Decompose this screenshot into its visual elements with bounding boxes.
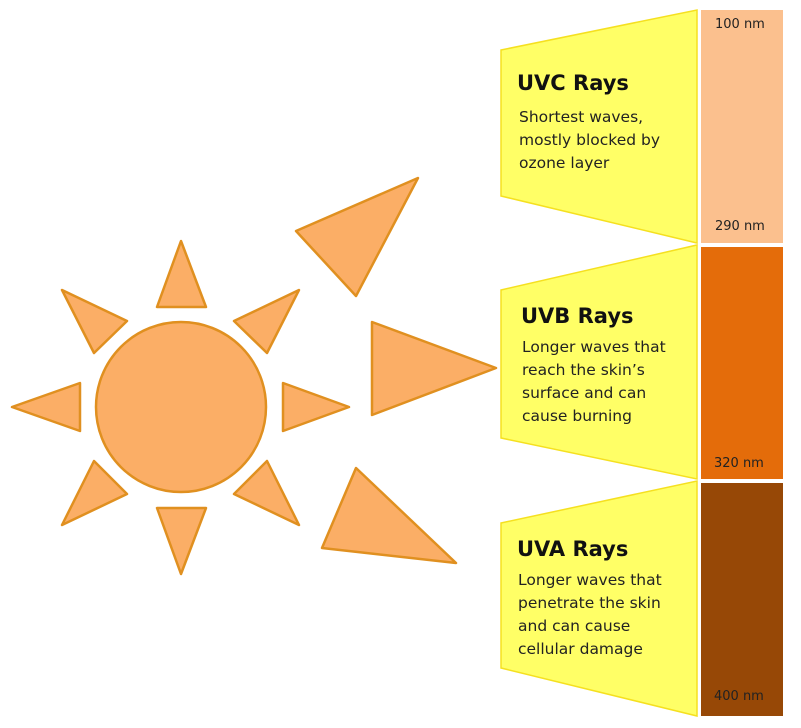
ray-arrow-uvb [370,320,498,417]
uvc-desc-line: ozone layer [519,154,610,172]
uva-callout [500,480,698,717]
uvb-desc-line: reach the skin’s [522,361,645,379]
sun-ray [60,288,129,355]
uva-title: UVA Rays [517,537,628,561]
uvc-desc-line: Shortest waves, [519,108,643,126]
ray-arrow-uva [320,466,458,565]
sun-ray [155,239,208,309]
uvb-band [701,247,783,479]
sun-ray [60,459,129,527]
uvb-callout [500,244,698,480]
uva-desc-line: and can cause [518,617,630,635]
sun-ray [10,381,82,433]
ray-arrow-uvc [294,176,420,298]
uvc-band [701,10,783,243]
uvc-title: UVC Rays [517,71,629,95]
uva-desc-line: penetrate the skin [518,594,661,612]
uvb-desc-line: surface and can [522,384,646,402]
sun-ray [155,506,208,576]
uva-band [701,483,783,716]
wavelength-label-320: 320 nm [714,456,764,471]
uvb-title: UVB Rays [521,304,634,328]
uvc-text: UVC Rays Shortest waves, mostly blocked … [517,71,660,172]
uva-text: UVA Rays Longer waves that penetrate the… [517,537,662,658]
sun-ray [232,459,301,527]
uvb-desc-line: Longer waves that [522,338,666,356]
wavelength-label-400: 400 nm [714,689,764,704]
wavelength-label-290: 290 nm [715,219,765,234]
sun-ray [281,381,351,433]
uvb-text: UVB Rays Longer waves that reach the ski… [521,304,666,425]
uva-desc-line: cellular damage [518,640,643,658]
uvb-desc-line: cause burning [522,407,632,425]
sun-icon [10,239,351,576]
sun-ray [232,288,301,355]
uvc-callout [500,9,698,244]
wavelength-label-100: 100 nm [715,17,765,32]
uva-desc-line: Longer waves that [518,571,662,589]
sun-disc [94,320,268,494]
uvc-desc-line: mostly blocked by [519,131,660,149]
